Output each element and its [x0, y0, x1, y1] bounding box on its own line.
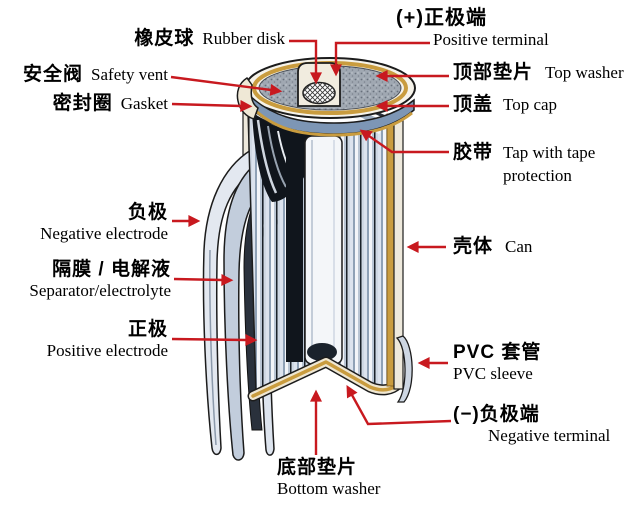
label-rubber-disk-en: Rubber disk	[202, 29, 285, 48]
label-rubber-disk-zh: 橡皮球	[134, 28, 195, 49]
arrow-positive-electrode	[171, 333, 258, 346]
label-top-cap-en: Top cap	[503, 95, 558, 114]
label-negative-electrode: 负极 Negative electrode	[0, 202, 168, 243]
label-positive-terminal: (+)正极端 Positive terminal	[396, 7, 549, 50]
label-bottom-washer-zh: 底部垫片	[277, 457, 358, 478]
label-top-washer-zh: 顶部垫片	[453, 62, 534, 83]
arrow-gasket	[171, 99, 253, 112]
label-safety-vent: 安全阀 Safety vent	[0, 64, 168, 86]
separator-sheet	[223, 160, 274, 461]
label-top-washer: 顶部垫片 Top washer	[453, 62, 624, 84]
label-gasket-en: Gasket	[120, 94, 168, 113]
label-negative-terminal-zh: (−)负极端	[453, 404, 540, 425]
negative-electrode-sheet	[202, 148, 259, 456]
label-positive-terminal-zh: (+)正极端	[396, 7, 487, 29]
leader-arrows	[170, 39, 452, 455]
jelly-roll-body	[247, 97, 404, 402]
arrow-rubber-disk	[289, 39, 322, 85]
can-right-wall	[386, 111, 413, 403]
pvc-sleeve-bulge	[395, 335, 413, 403]
label-bottom-washer-en: Bottom washer	[277, 478, 381, 498]
label-tape-en: Tap with tape protection	[503, 143, 596, 185]
label-can-zh: 壳体	[453, 236, 494, 257]
center-tube	[304, 135, 343, 365]
label-separator-en: Separator/electrolyte	[29, 280, 171, 300]
label-rubber-disk: 橡皮球 Rubber disk	[60, 28, 285, 50]
label-negative-terminal-en: Negative terminal	[488, 425, 611, 445]
label-top-cap-zh: 顶盖	[453, 94, 494, 115]
label-tape-zh: 胶带	[453, 142, 494, 163]
label-top-washer-en: Top washer	[545, 63, 624, 82]
label-pvc-sleeve-zh: PVC 套管	[453, 342, 542, 363]
label-gasket: 密封圈 Gasket	[0, 93, 168, 115]
label-positive-electrode-en: Positive electrode	[46, 340, 168, 360]
label-negative-electrode-zh: 负极	[127, 202, 168, 223]
label-can: 壳体 Can	[453, 236, 532, 258]
arrow-positive-terminal	[330, 41, 430, 77]
label-separator-zh: 隔膜 / 电解液	[52, 259, 171, 280]
label-pvc-sleeve: PVC 套管 PVC sleeve	[453, 342, 541, 383]
label-separator: 隔膜 / 电解液 Separator/electrolyte	[0, 259, 171, 300]
label-positive-electrode-zh: 正极	[127, 319, 168, 340]
label-positive-terminal-en: Positive terminal	[433, 30, 549, 49]
label-positive-electrode: 正极 Positive electrode	[0, 319, 168, 360]
label-negative-terminal: (−)负极端 Negative terminal	[453, 404, 610, 445]
label-can-en: Can	[505, 237, 533, 256]
label-safety-vent-en: Safety vent	[91, 65, 168, 84]
label-safety-vent-zh: 安全阀	[23, 64, 84, 85]
label-negative-electrode-en: Negative electrode	[40, 223, 168, 243]
arrow-separator	[173, 273, 234, 286]
label-gasket-zh: 密封圈	[52, 93, 113, 114]
label-tape: 胶带 Tap with tape protection	[453, 142, 605, 188]
arrow-negative-terminal	[346, 385, 452, 426]
arrow-tape	[359, 129, 449, 154]
label-pvc-sleeve-en: PVC sleeve	[453, 363, 533, 383]
arrow-safety-vent	[170, 75, 283, 96]
label-top-cap: 顶盖 Top cap	[453, 94, 557, 116]
label-bottom-washer: 底部垫片 Bottom washer	[277, 457, 380, 498]
